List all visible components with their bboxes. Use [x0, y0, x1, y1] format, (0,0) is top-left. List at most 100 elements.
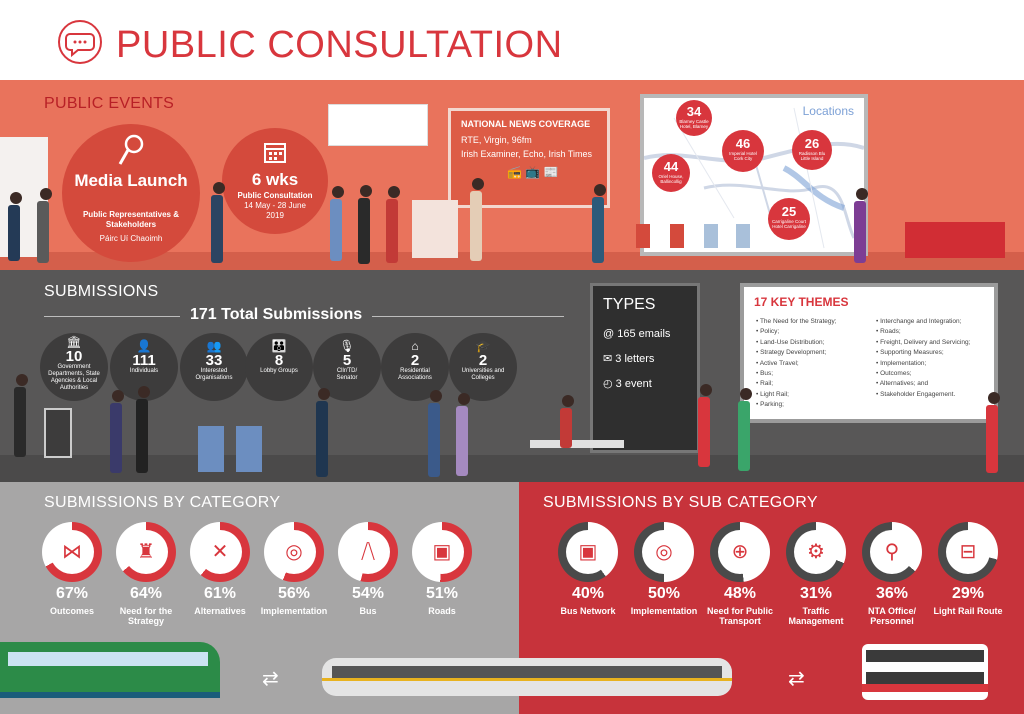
team-icon: 👥: [206, 339, 222, 353]
category-label: Need for Public Transport: [706, 606, 773, 626]
category-label: Implementation: [260, 606, 328, 616]
tram-stripe: [322, 678, 732, 681]
theme-item: • Strategy Development;: [756, 349, 827, 357]
train-left: [0, 642, 220, 692]
donut-bus-network: ▣: [558, 522, 618, 582]
train-base: [0, 692, 220, 698]
themes-column-1: • The Need for the Strategy;• Policy;• L…: [756, 317, 874, 411]
tram-windows: [332, 666, 722, 678]
media-launch-venue: Páirc Uí Chaoimh: [99, 234, 163, 243]
percentage-value: 67%: [55, 585, 89, 602]
category-label: Light Rail Route: [933, 606, 1003, 616]
person-head: [988, 392, 1000, 404]
percentage-value: 56%: [277, 585, 311, 602]
events-floor: [0, 252, 1024, 270]
by-sub-category-title: SUBMISSIONS BY SUB CATEGORY: [543, 494, 818, 511]
location-little-island: 26 Radisson Blu Little Island: [792, 130, 832, 170]
location-carrigaline: 25 Carrigaline Court Hotel Carrigaline: [768, 198, 810, 240]
percentage-value: 50%: [647, 585, 681, 602]
person: [470, 191, 482, 261]
share-icon: ⋈: [50, 530, 94, 574]
donut-implementation: ◎: [264, 522, 324, 582]
group-icon: 👪: [271, 339, 287, 353]
category-label: Alternatives: [194, 606, 246, 616]
window-panels: [328, 104, 428, 146]
calendar-icon: [264, 143, 286, 163]
theme-item: • Parking;: [756, 401, 784, 409]
train-windows: [8, 652, 208, 666]
group-lobby-circle: 👪 8 Lobby Groups: [245, 333, 313, 401]
person: [8, 205, 20, 261]
donut-light-rail-route: ⊟: [938, 522, 998, 582]
person-head: [112, 390, 124, 402]
theme-item: • Rail;: [756, 380, 774, 388]
person-icon: ⚲: [870, 530, 914, 574]
types-title: TYPES: [603, 296, 656, 313]
interchange-icon: ⇄: [262, 668, 279, 690]
news-line-2: Irish Examiner, Echo, Irish Times: [461, 149, 593, 159]
submissions-section-title: SUBMISSIONS: [44, 283, 159, 300]
group-organisations-circle: 👥 33 Interested Organisations: [180, 333, 248, 401]
audience-chair: [670, 224, 684, 248]
media-launch-title: Media Launch: [74, 171, 188, 190]
news-heading: NATIONAL NEWS COVERAGE: [461, 119, 591, 129]
types-letters: 3 letters: [615, 353, 655, 365]
castle-icon: ♜: [124, 530, 168, 574]
audience-chair: [704, 224, 718, 248]
speech-icon: ◴: [603, 378, 613, 390]
person: [592, 197, 604, 263]
percentage-value: 54%: [351, 585, 385, 602]
header: [0, 0, 1024, 80]
person-head: [472, 178, 484, 190]
gear-icon: ⚙: [794, 530, 838, 574]
location-blarney: 34 Blarney Castle Hotel, Blarney: [676, 100, 712, 136]
plus-icon: ⊕: [718, 530, 762, 574]
person-head: [10, 192, 22, 204]
person-head: [430, 390, 442, 402]
road-icon: ⧸⧹: [346, 530, 390, 574]
types-event: 3 event: [615, 378, 652, 390]
percentage-value: 51%: [425, 585, 459, 602]
media-launch-circle: Media Launch Public Representatives & St…: [62, 124, 200, 262]
person: [14, 387, 26, 457]
news-line-1: RTE, Virgin, 96fm: [461, 135, 532, 145]
person: [428, 403, 440, 477]
by-category-title: SUBMISSIONS BY CATEGORY: [44, 494, 281, 511]
person: [316, 401, 328, 477]
speech-bubble-icon: [58, 20, 102, 64]
person: [330, 199, 342, 261]
person-head: [213, 182, 225, 194]
location-ballincollig: 44 Oriel House, Ballincollig: [652, 154, 690, 192]
types-emails: 165 emails: [617, 328, 671, 340]
podium: [412, 200, 458, 258]
person-head: [138, 386, 150, 398]
key-themes-board: 17 KEY THEMES • The Need for the Strateg…: [740, 283, 998, 423]
theme-item: • Supporting Measures;: [876, 349, 944, 357]
person: [37, 201, 49, 263]
category-label: Bus Network: [560, 606, 616, 616]
group-residential-circle: ⌂ 2 Residential Associations: [381, 333, 449, 401]
donut-implementation: ◎: [634, 522, 694, 582]
chair: [236, 426, 262, 472]
person-head: [458, 393, 470, 405]
page-title: PUBLIC CONSULTATION: [116, 24, 563, 66]
person-head: [360, 185, 372, 197]
person: [560, 408, 572, 448]
audience-chair: [636, 224, 650, 248]
category-label: Roads: [428, 606, 456, 616]
total-submissions: 171 Total Submissions: [180, 306, 373, 324]
person-head: [594, 184, 606, 196]
audience-chair: [736, 224, 750, 248]
theme-item: • The Need for the Strategy;: [756, 318, 837, 325]
theme-item: • Implementation;: [876, 359, 927, 367]
panel-table: [905, 222, 1005, 258]
person-head: [318, 388, 330, 400]
person: [211, 195, 223, 263]
consultation-title: 6 wks: [251, 170, 299, 189]
events-section-title: PUBLIC EVENTS: [44, 95, 175, 112]
speaker-icon: 🎙: [339, 339, 355, 353]
location-cork-city: 46 Imperial Hotel Cork City: [722, 130, 764, 172]
themes-column-2: • Interchange and Integration;• Roads;• …: [876, 317, 996, 400]
theme-item: • Stakeholder Engagement.: [876, 390, 956, 398]
theme-item: • Active Travel;: [756, 359, 799, 367]
